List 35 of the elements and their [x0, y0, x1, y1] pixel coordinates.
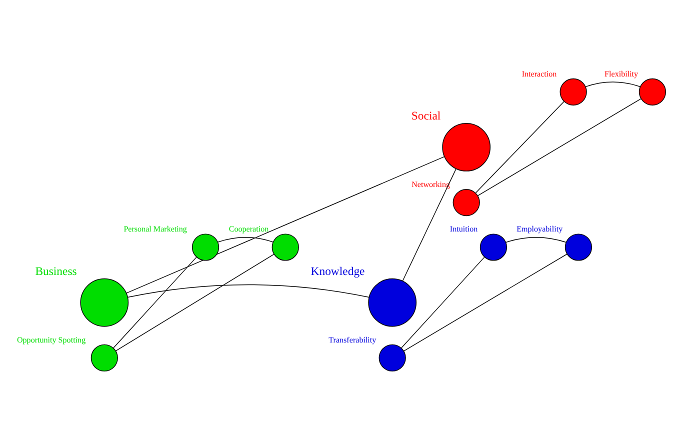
node-circle [192, 233, 220, 260]
node-circle [378, 344, 406, 371]
node-label: Personal Marketing [124, 224, 187, 234]
connector [402, 168, 456, 281]
connector [475, 100, 564, 193]
connector [126, 156, 445, 293]
node-label: Cooperation [228, 224, 269, 234]
node-label: Employability [516, 224, 563, 234]
node-circle [272, 233, 299, 260]
connector [505, 236, 566, 242]
node-circle [638, 78, 666, 105]
node-circle [480, 233, 508, 260]
node-label: Knowledge [310, 264, 365, 278]
node-circle [90, 344, 118, 371]
connector [401, 256, 485, 348]
node-circle [560, 78, 587, 105]
node-circle [368, 278, 417, 326]
node-label: Transferability [328, 334, 376, 344]
connector [585, 81, 641, 87]
connector [217, 236, 274, 242]
node-circle [452, 188, 480, 216]
node-label: Intuition [450, 224, 478, 234]
node-label: Interaction [522, 68, 557, 78]
node-circle [80, 278, 129, 326]
connector [477, 98, 642, 196]
node-circle [442, 122, 491, 171]
connector [403, 253, 568, 351]
node-label: Flexibility [604, 68, 638, 78]
node-circle [564, 233, 592, 260]
node-label: Business [35, 264, 77, 278]
node-label: Opportunity Spotting [16, 334, 86, 344]
connector [113, 256, 197, 348]
connector [127, 284, 370, 298]
node-label: Social [411, 109, 441, 122]
connector [115, 253, 274, 351]
